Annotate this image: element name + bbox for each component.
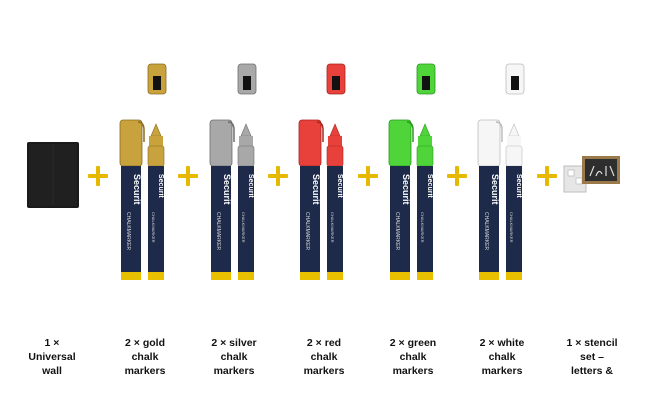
brand-label: Securit bbox=[222, 174, 232, 205]
plus-icon-5 bbox=[447, 166, 467, 186]
brand-label: Securit bbox=[311, 174, 321, 205]
marker-capped bbox=[209, 119, 233, 167]
brand-label: Securit bbox=[247, 174, 254, 198]
brand-label: Securit bbox=[132, 174, 142, 205]
marker-tip bbox=[329, 123, 341, 137]
plus-icon-1 bbox=[88, 166, 108, 186]
product-line-label: CHALKMARKER bbox=[330, 212, 335, 243]
plus-icon-4 bbox=[358, 166, 378, 186]
product-line-label: CHALKMARKER bbox=[241, 212, 246, 243]
brand-label: Securit bbox=[490, 174, 500, 205]
plus-icon-6 bbox=[537, 166, 557, 186]
stencil-set-thumbnail bbox=[563, 156, 620, 193]
marker-capped bbox=[119, 119, 143, 167]
chalkboard-panel bbox=[27, 142, 79, 208]
product-line-label: CHALKMARKER bbox=[125, 212, 131, 250]
brand-label: Securit bbox=[401, 174, 411, 205]
marker-tip bbox=[419, 123, 431, 137]
product-line-label: CHALKMARKER bbox=[420, 212, 425, 243]
marker-capped bbox=[388, 119, 412, 167]
marker-capped bbox=[477, 119, 501, 167]
product-line-label: CHALKMARKER bbox=[215, 212, 221, 250]
product-line-label: CHALKMARKER bbox=[394, 212, 400, 250]
brand-label: Securit bbox=[157, 174, 164, 198]
marker-tip bbox=[240, 123, 252, 137]
marker-tip bbox=[508, 123, 520, 137]
brand-label: Securit bbox=[426, 174, 433, 198]
marker-tip bbox=[150, 123, 162, 137]
product-line-label: CHALKMARKER bbox=[509, 212, 514, 243]
marker-capped bbox=[298, 119, 322, 167]
brand-label: Securit bbox=[336, 174, 343, 198]
plus-icon-3 bbox=[268, 166, 288, 186]
brand-label: Securit bbox=[515, 174, 522, 198]
product-line-label: CHALKMARKER bbox=[483, 212, 489, 250]
product-line-label: CHALKMARKER bbox=[304, 212, 310, 250]
plus-icon-2 bbox=[178, 166, 198, 186]
product-line-label: CHALKMARKER bbox=[151, 212, 156, 243]
